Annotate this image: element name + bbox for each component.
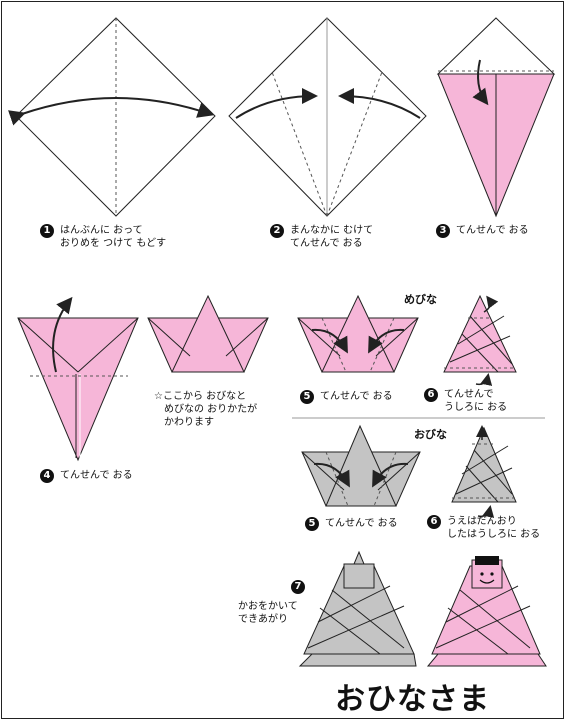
step1-caption-line2: おりめを つけて もどす: [60, 238, 167, 249]
obina-step6-number: 6: [427, 515, 441, 529]
mebina-finished-doll: [426, 556, 547, 667]
step7-number: 7: [291, 580, 305, 594]
obina-step5-shape: [301, 424, 421, 507]
note-line2: めびなの おりかたが: [164, 404, 258, 415]
obina-step6-shape: [451, 425, 517, 519]
mebina-step5-caption: てんせんで おる: [320, 391, 393, 402]
mebina-step6-caption-line2: うしろに おる: [444, 402, 508, 413]
obina-step6-caption-line1: うえはだんおり: [447, 516, 517, 527]
obina-step6-caption-line2: したはうしろに おる: [447, 529, 541, 540]
step2-caption-line2: てんせんで おる: [290, 238, 363, 249]
step3-caption: てんせんで おる: [456, 225, 529, 236]
step1-diamond: [8, 17, 216, 217]
note-line1: ☆ここから おびなと: [154, 391, 247, 402]
step2-caption-line1: まんなかに むけて: [290, 225, 374, 236]
page-title: おひなさま: [335, 682, 490, 717]
step4-number: 4: [40, 469, 54, 483]
step1-number: 1: [40, 224, 54, 238]
step1-caption-line1: はんぶんに おって: [60, 225, 143, 236]
mebina-step6-shape: [443, 294, 517, 387]
step3-number: 3: [436, 224, 450, 238]
step3-kite: [436, 17, 556, 218]
obina-step5-caption: てんせんで おる: [325, 518, 398, 529]
note-line3: かわります: [164, 417, 214, 428]
step4-result-shape: [147, 294, 269, 373]
obina-step5-number: 5: [305, 517, 319, 531]
mebina-step6-caption-line1: てんせんで: [444, 389, 494, 400]
step2-number: 2: [270, 224, 284, 238]
mebina-step5-shape: [297, 294, 419, 373]
mebina-step5-number: 5: [300, 390, 314, 404]
obina-label: おびな: [414, 428, 447, 441]
obina-finished-doll: [298, 550, 417, 667]
step7-caption-line2: できあがり: [238, 614, 288, 625]
step2-diamond: [228, 17, 427, 217]
mebina-label: めびな: [404, 293, 437, 306]
mebina-step6-number: 6: [424, 388, 438, 402]
step7-caption-line1: かおをかいて: [238, 601, 298, 612]
step4-caption: てんせんで おる: [60, 470, 133, 481]
step4-triangle: [17, 296, 139, 462]
